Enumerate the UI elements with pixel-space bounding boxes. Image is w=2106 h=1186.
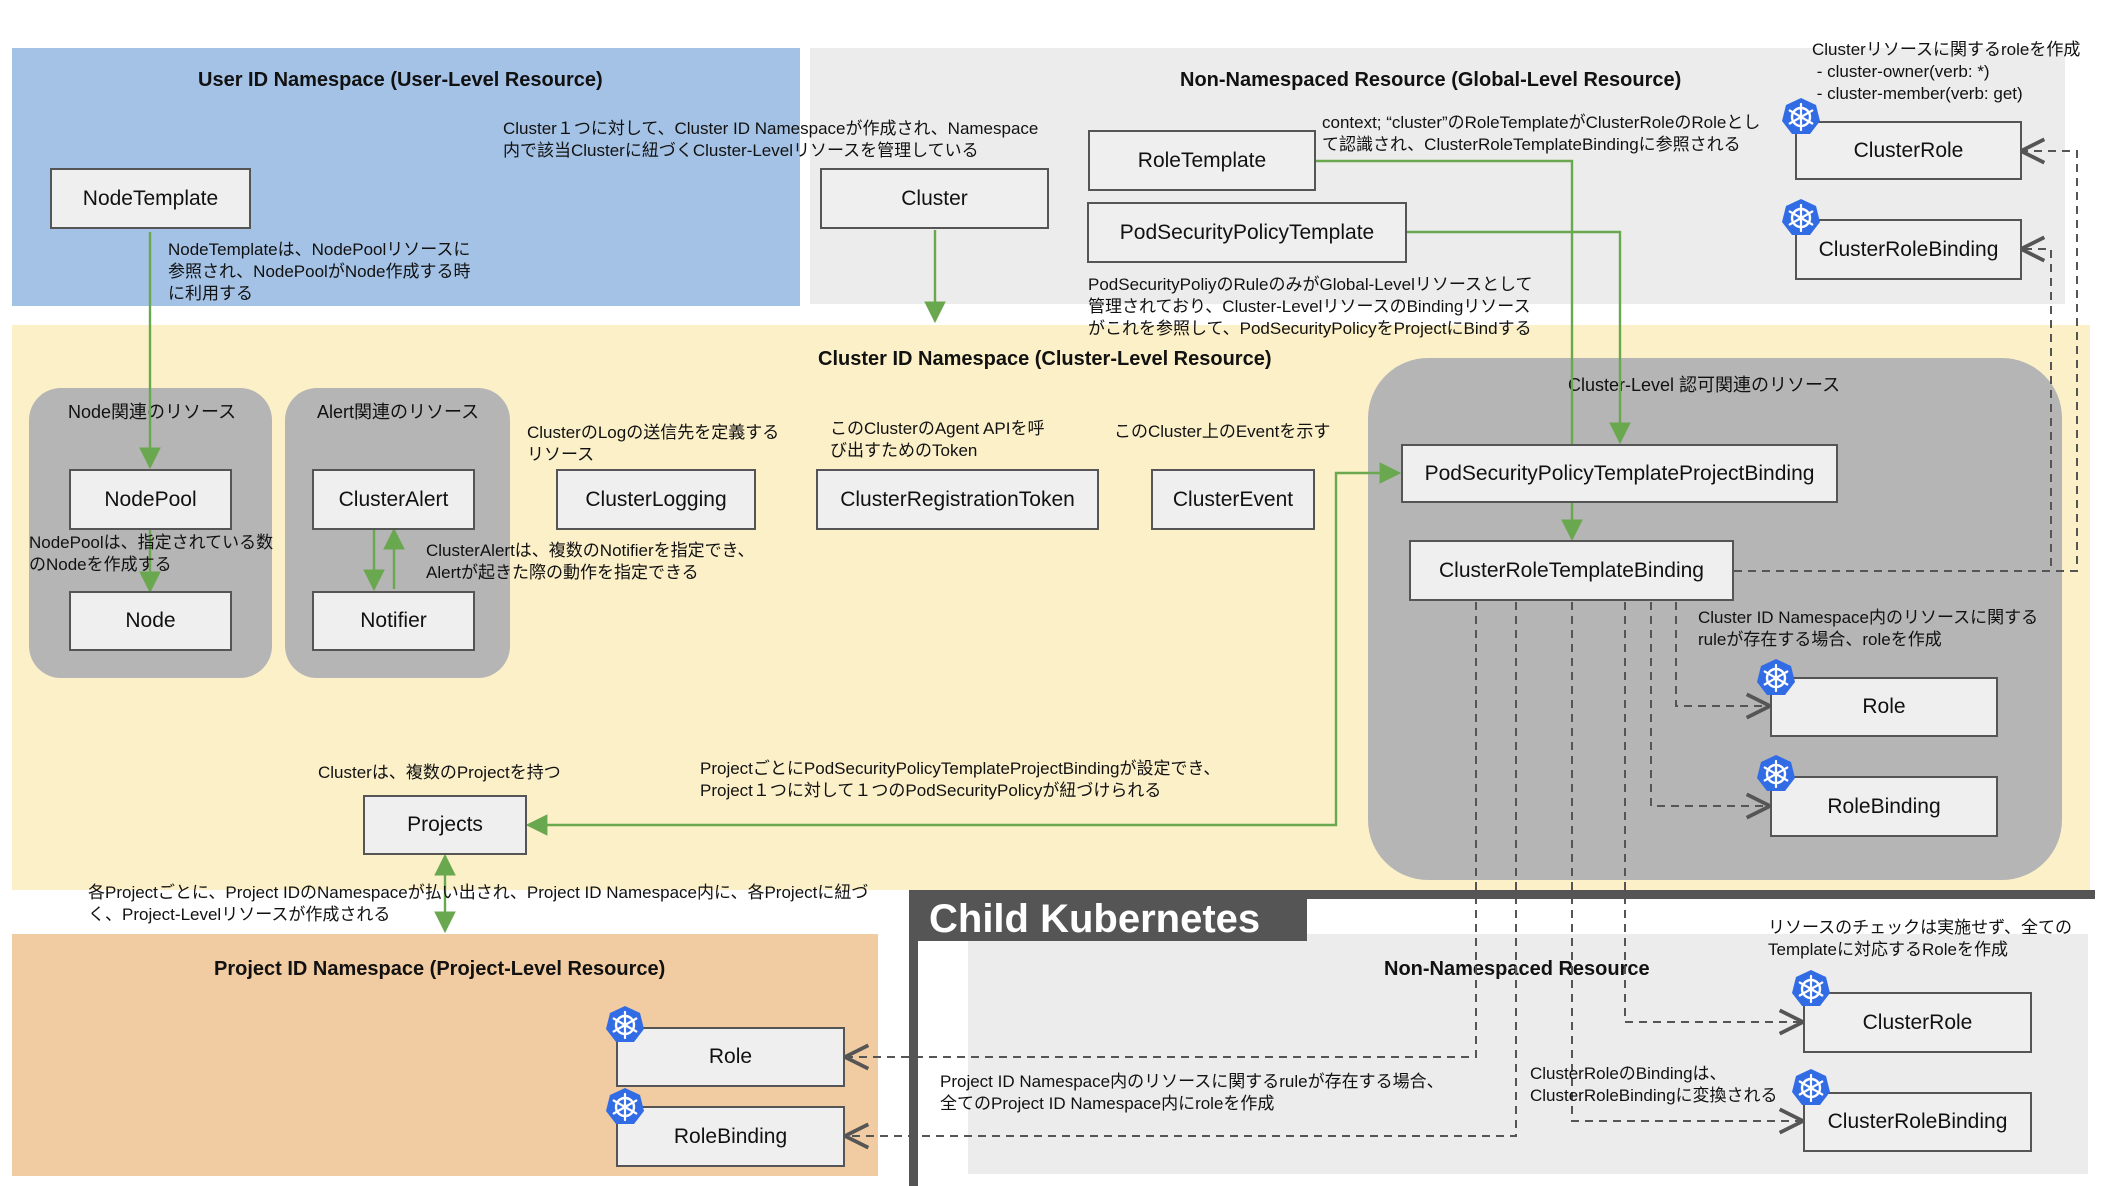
cluster-ns-role-note: Cluster ID Namespace内のリソースに関する ruleが存在する…	[1698, 608, 2039, 649]
kubernetes-icon	[604, 1086, 646, 1126]
user-namespace-title: User ID Namespace (User-Level Resource)	[198, 69, 603, 91]
child-clusterrolebinding-box[interactable]: ClusterRoleBinding	[1803, 1092, 2032, 1152]
projects-psptpb-arrow	[525, 462, 1402, 836]
cluster-box[interactable]: Cluster	[820, 168, 1049, 229]
cluster-rolebinding-box[interactable]: RoleBinding	[1770, 776, 1998, 837]
project-rule-note: Project ID Namespace内のリソースに関するruleが存在する場…	[940, 1072, 1444, 1113]
global-clusterrole-box[interactable]: ClusterRole	[1795, 121, 2022, 180]
project-role-box[interactable]: Role	[616, 1027, 845, 1087]
node-box[interactable]: Node	[69, 591, 232, 651]
clusteralert-box[interactable]: ClusterAlert	[312, 469, 475, 530]
nodepool-note: NodePoolは、指定されている数 のNodeを作成する	[29, 533, 274, 574]
kubernetes-icon	[1755, 753, 1797, 793]
clusterevent-note: このCluster上のEventを示す	[1114, 422, 1331, 441]
child-kubernetes-title: Child Kubernetes	[909, 897, 1307, 941]
roletemplate-context-note: context; “cluster”のRoleTemplateがClusterR…	[1322, 113, 1761, 154]
clusterlogging-note: ClusterのLogの送信先を定義する リソース	[527, 423, 780, 464]
kubernetes-icon	[1780, 197, 1822, 237]
crtb-to-cluster-role-arrow	[1675, 602, 1770, 706]
cluster-namespace-note: Cluster１つに対して、Cluster ID Namespaceが作成され、…	[503, 119, 1039, 160]
authz-resources-label: Cluster-Level 認可関連のリソース	[1568, 375, 1841, 395]
cluster-roles-note: Clusterリソースに関するroleを作成 - cluster-owner(v…	[1812, 40, 2081, 103]
global-resource-title: Non-Namespaced Resource (Global-Level Re…	[1180, 69, 1682, 91]
projects-box[interactable]: Projects	[363, 795, 527, 855]
global-clusterrolebinding-box[interactable]: ClusterRoleBinding	[1795, 219, 2022, 280]
psptpb-box[interactable]: PodSecurityPolicyTemplateProjectBinding	[1401, 444, 1838, 503]
projects-note: Clusterは、複数のProjectを持つ	[318, 763, 561, 782]
roletemplate-to-crtb-arrow	[1316, 159, 1583, 542]
child-kubernetes-frame-left	[909, 890, 918, 1186]
role-template-box[interactable]: RoleTemplate	[1088, 130, 1316, 191]
child-kubernetes-frame-top	[909, 890, 2095, 899]
notifier-box[interactable]: Notifier	[312, 591, 475, 651]
child-clusterrole-box[interactable]: ClusterRole	[1803, 992, 2032, 1053]
nodetemplate-note: NodeTemplateは、NodePoolリソースに 参照され、NodePoo…	[168, 240, 471, 303]
crtb-to-project-role-arrow	[845, 602, 1477, 1057]
clusterregistrationtoken-box[interactable]: ClusterRegistrationToken	[816, 469, 1099, 530]
alert-resources-label: Alert関連のリソース	[317, 402, 480, 422]
clusteralert-note: ClusterAlertは、複数のNotifierを指定でき、 Alertが起き…	[426, 541, 755, 582]
psp-project-note: ProjectごとにPodSecurityPolicyTemplateProje…	[700, 759, 1221, 800]
crb-convert-note: ClusterRoleのBindingは、 ClusterRoleBinding…	[1530, 1064, 1778, 1105]
psp-template-box[interactable]: PodSecurityPolicyTemplate	[1087, 202, 1407, 263]
crtb-to-project-rolebinding-arrow	[845, 602, 1517, 1136]
cluster-namespace-title: Cluster ID Namespace (Cluster-Level Reso…	[818, 348, 1272, 370]
clusterlogging-box[interactable]: ClusterLogging	[556, 469, 756, 530]
kubernetes-icon	[604, 1004, 646, 1044]
crtb-to-child-clusterrolebinding-arrow	[1571, 602, 1803, 1121]
no-check-note: リソースのチェックは実施せず、全ての Templateに対応するRoleを作成	[1768, 918, 2072, 959]
kubernetes-icon	[1790, 1067, 1832, 1107]
crtb-box[interactable]: ClusterRoleTemplateBinding	[1409, 540, 1734, 601]
project-rolebinding-box[interactable]: RoleBinding	[616, 1106, 845, 1167]
crtb-to-child-clusterrole-arrow	[1624, 602, 1803, 1022]
psptemplate-to-psptpb-arrow	[1406, 230, 1631, 445]
node-template-box[interactable]: NodeTemplate	[50, 168, 251, 229]
project-namespace-note: 各Projectごとに、Project IDのNamespaceが払い出され、P…	[88, 883, 869, 924]
nodepool-box[interactable]: NodePool	[69, 469, 232, 530]
project-namespace-title: Project ID Namespace (Project-Level Reso…	[214, 958, 666, 980]
registration-token-note: このClusterのAgent APIを呼 び出すためのToken	[830, 419, 1045, 460]
clusterevent-box[interactable]: ClusterEvent	[1151, 469, 1315, 530]
cluster-role-box[interactable]: Role	[1770, 677, 1998, 737]
kubernetes-icon	[1755, 657, 1797, 697]
kubernetes-icon	[1790, 968, 1832, 1008]
crtb-to-cluster-rolebinding-arrow	[1650, 602, 1770, 806]
psp-rule-note: PodSecurityPoliyのRuleのみがGlobal-Levelリソース…	[1088, 275, 1533, 338]
crtb-to-global-clusterrolebinding-arrow	[1734, 249, 2052, 572]
node-resources-label: Node関連のリソース	[68, 402, 237, 422]
